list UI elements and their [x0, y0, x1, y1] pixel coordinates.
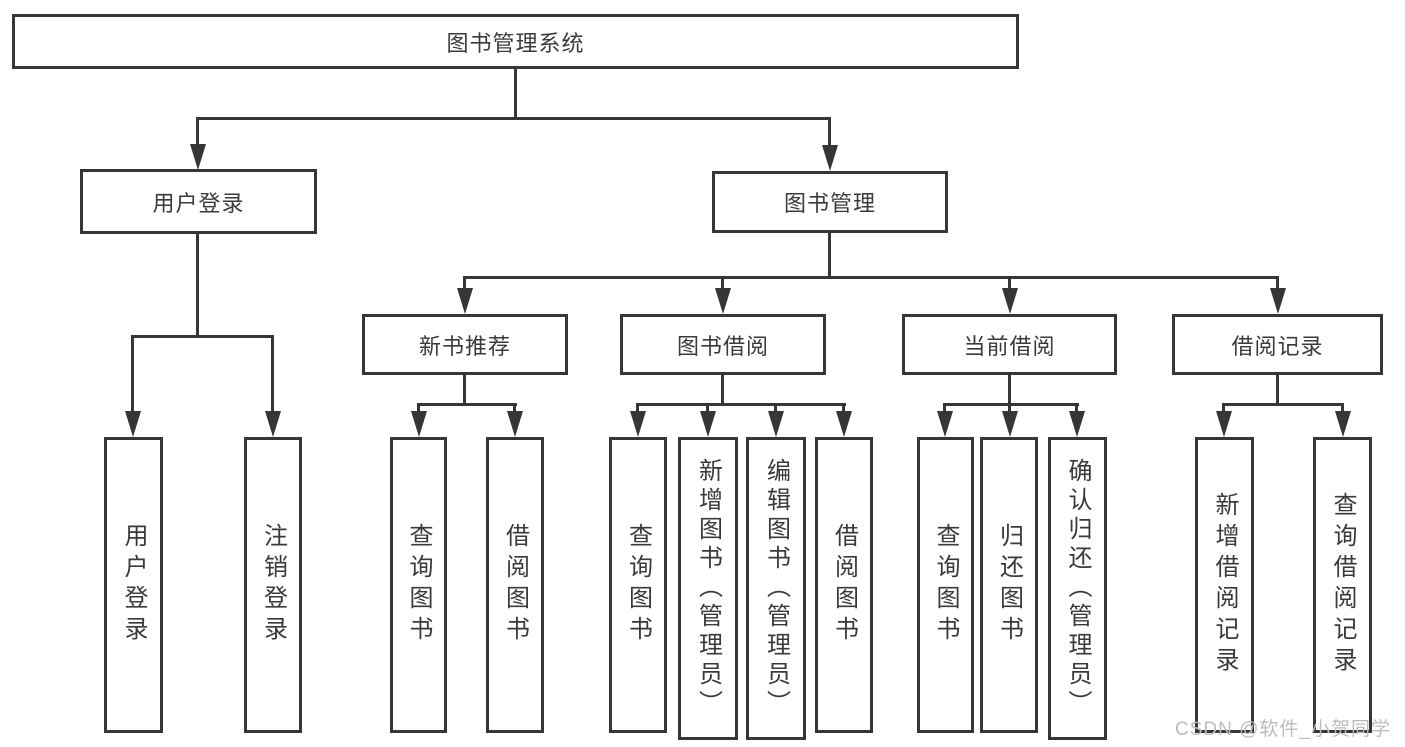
arrowhead-down-icon: [190, 144, 206, 170]
connector-vline: [513, 403, 516, 413]
arrowhead-down-icon: [1270, 288, 1286, 314]
arrowhead-down-icon: [1216, 411, 1232, 437]
connector-vline: [828, 233, 831, 278]
connector-vline: [1075, 403, 1078, 413]
arrowhead-down-icon: [700, 411, 716, 437]
connector-vline: [842, 403, 845, 413]
leaf-label: 查询图书: [932, 523, 959, 647]
leaf-logout: 注销登录: [244, 437, 302, 733]
node-borrow-record: 借阅记录: [1172, 314, 1383, 375]
arrowhead-down-icon: [507, 411, 523, 437]
leaf-label: 借阅图书: [830, 523, 858, 647]
leaf-add-books-admin: 新增图书（管理员）: [678, 437, 738, 740]
connector-vline: [1008, 375, 1011, 405]
connector-hline: [417, 403, 517, 406]
connector-vline: [463, 375, 466, 405]
node-label: 借阅记录: [1231, 333, 1324, 359]
connector-hline: [636, 403, 846, 406]
leaf-label: 查询图书: [405, 523, 432, 647]
leaf-label: 用户登录: [120, 523, 147, 647]
connector-hline: [1222, 403, 1344, 406]
node-root: 图书管理系统: [12, 14, 1019, 69]
connector-vline: [1008, 403, 1011, 413]
leaf-label: 新增借阅记录: [1211, 492, 1238, 678]
leaf-label: 新增图书（管理员）: [694, 458, 722, 719]
connector-vline: [636, 403, 639, 413]
leaf-query-books-2: 查询图书: [609, 437, 667, 733]
leaf-confirm-return-admin: 确认归还（管理员）: [1048, 437, 1107, 740]
node-label: 用户登录: [152, 190, 245, 216]
leaf-query-borrow-record: 查询借阅记录: [1313, 437, 1372, 733]
connector-vline: [1008, 276, 1011, 290]
arrowhead-down-icon: [768, 411, 784, 437]
arrowhead-down-icon: [265, 411, 281, 437]
node-label: 图书管理: [783, 191, 876, 216]
arrowhead-down-icon: [836, 411, 852, 437]
leaf-label: 借阅图书: [501, 523, 529, 647]
connector-vline: [721, 375, 724, 405]
connector-vline: [196, 234, 199, 337]
node-root-label: 图书管理系统: [446, 30, 585, 56]
connector-hline: [197, 117, 830, 120]
arrowhead-down-icon: [1069, 411, 1085, 437]
leaf-label: 归还图书: [995, 523, 1023, 647]
arrowhead-down-icon: [1002, 288, 1018, 314]
leaf-edit-books-admin: 编辑图书（管理员）: [746, 437, 806, 740]
connector-vline: [828, 117, 831, 146]
node-label: 新书推荐: [418, 333, 511, 359]
csdn-watermark: CSDN @软件_小贺同学: [1175, 719, 1391, 740]
connector-vline: [1276, 375, 1279, 405]
connector-vline: [271, 335, 274, 413]
connector-vline: [1276, 276, 1279, 290]
leaf-label: 注销登录: [259, 523, 287, 647]
arrowhead-down-icon: [125, 411, 141, 437]
connector-vline: [1222, 403, 1225, 413]
arrowhead-down-icon: [937, 411, 953, 437]
arrowhead-down-icon: [630, 411, 646, 437]
leaf-return-books: 归还图书: [980, 437, 1038, 733]
connector-vline: [131, 335, 134, 413]
arrowhead-down-icon: [1335, 411, 1351, 437]
arrowhead-down-icon: [715, 288, 731, 314]
node-user-login: 用户登录: [80, 169, 317, 234]
connector-vline: [463, 276, 466, 290]
connector-vline: [196, 117, 199, 146]
connector-vline: [774, 403, 777, 413]
connector-hline: [943, 403, 1079, 406]
node-new-book-recommend: 新书推荐: [362, 314, 568, 375]
node-label: 当前借阅: [963, 333, 1056, 359]
node-book-management: 图书管理: [712, 171, 948, 233]
connector-vline: [417, 403, 420, 413]
leaf-user-login: 用户登录: [104, 437, 163, 733]
leaf-label: 编辑图书（管理员）: [762, 458, 790, 719]
leaf-label: 确认归还（管理员）: [1064, 458, 1091, 719]
node-book-borrow: 图书借阅: [620, 314, 826, 375]
node-current-borrow: 当前借阅: [902, 314, 1117, 375]
connector-vline: [1341, 403, 1344, 413]
node-label: 图书借阅: [676, 333, 769, 359]
arrowhead-down-icon: [822, 145, 838, 171]
leaf-borrow-books-1: 借阅图书: [486, 437, 544, 733]
connector-vline: [721, 276, 724, 290]
connector-hline: [132, 335, 274, 338]
arrowhead-down-icon: [457, 288, 473, 314]
connector-vline: [706, 403, 709, 413]
leaf-label: 查询借阅记录: [1329, 492, 1356, 678]
connector-vline: [943, 403, 946, 413]
leaf-label: 查询图书: [624, 523, 652, 647]
leaf-query-books-3: 查询图书: [917, 437, 974, 733]
arrowhead-down-icon: [1002, 411, 1018, 437]
leaf-add-borrow-record: 新增借阅记录: [1195, 437, 1254, 733]
leaf-query-books-1: 查询图书: [390, 437, 447, 733]
connector-hline: [463, 276, 1279, 279]
leaf-borrow-books-2: 借阅图书: [815, 437, 873, 733]
connector-vline: [514, 69, 517, 118]
arrowhead-down-icon: [411, 411, 427, 437]
